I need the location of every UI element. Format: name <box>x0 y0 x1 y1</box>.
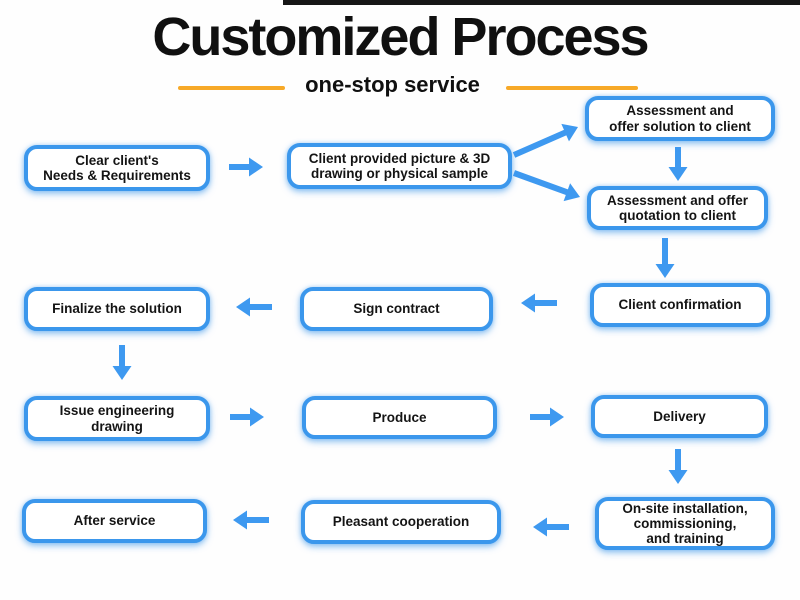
node-client-confirmation: Client confirmation <box>590 283 770 327</box>
node-client-provided: Client provided picture & 3D drawing or … <box>287 143 512 189</box>
subtitle-line-right <box>506 86 638 90</box>
arrow-sign-contract-to-finalize-solution <box>236 297 272 317</box>
arrow-pleasant-cooperation-to-after-service <box>233 510 269 530</box>
node-assessment-quotation: Assessment and offer quotation to client <box>587 186 768 230</box>
page-subtitle: one-stop service <box>305 72 480 97</box>
node-pleasant-cooperation: Pleasant cooperation <box>301 500 501 544</box>
arrow-onsite-installation-to-pleasant-cooperation <box>533 517 569 537</box>
arrow-delivery-to-onsite-installation <box>668 449 688 484</box>
arrow-client-confirmation-to-sign-contract <box>521 293 557 313</box>
arrow-produce-to-delivery <box>530 407 564 427</box>
node-issue-drawing: Issue engineering drawing <box>24 396 210 441</box>
arrow-assessment-quotation-to-client-confirmation <box>655 238 675 278</box>
arrow-finalize-solution-to-issue-drawing <box>112 345 132 380</box>
node-finalize-solution: Finalize the solution <box>24 287 210 331</box>
arrow-issue-drawing-to-produce <box>230 407 264 427</box>
node-produce: Produce <box>302 396 497 439</box>
top-crop-bar <box>283 0 800 5</box>
arrow-assessment-solution-to-assessment-quotation <box>668 147 688 181</box>
subtitle-line-left <box>178 86 285 90</box>
node-clear-needs: Clear client's Needs & Requirements <box>24 145 210 191</box>
arrow-clear-needs-to-client-provided <box>229 157 263 177</box>
node-assessment-solution: Assessment and offer solution to client <box>585 96 775 141</box>
arrow-client-provided-to-assessment-solution <box>512 123 578 158</box>
page-title: Customized Process <box>152 7 649 67</box>
node-delivery: Delivery <box>591 395 768 438</box>
node-sign-contract: Sign contract <box>300 287 493 331</box>
node-after-service: After service <box>22 499 207 543</box>
node-onsite-installation: On-site installation, commissioning, and… <box>595 497 775 550</box>
arrow-client-provided-to-assessment-quotation <box>512 170 580 202</box>
